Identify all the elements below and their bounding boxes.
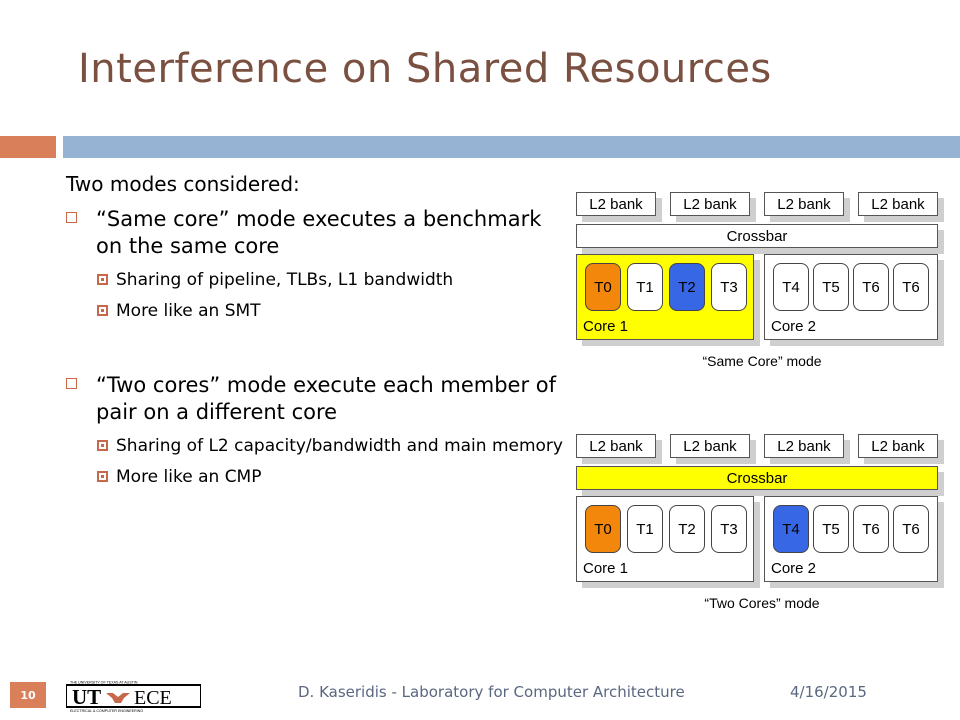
sub-bullet-text: More like an SMT: [116, 301, 261, 321]
logo-top-text: THE UNIVERSITY OF TEXAS AT AUSTIN: [70, 681, 138, 685]
logo-ut-text: UT: [72, 685, 101, 709]
bullet-two-cores: “Two cores” mode execute each member of …: [66, 372, 566, 426]
sub-bullet-icon: [97, 440, 108, 451]
crossbar: Crossbar: [576, 224, 938, 248]
thread-t3: T3: [711, 505, 747, 553]
diagram-caption: “Same Core” mode: [702, 353, 822, 369]
diagram-two-cores: L2 bank L2 bank L2 bank L2 bank Crossbar…: [574, 432, 946, 614]
ut-ece-logo: THE UNIVERSITY OF TEXAS AT AUSTIN UT ECE…: [66, 679, 201, 713]
footer-date: 4/16/2015: [790, 683, 867, 701]
core-label: Core 2: [771, 318, 817, 335]
sub-bullet-icon: [97, 471, 108, 482]
bullet-box-icon: [66, 212, 77, 223]
sub-bullet-text: Sharing of pipeline, TLBs, L1 bandwidth: [116, 270, 454, 290]
accent-bar-orange: [0, 136, 56, 158]
thread-t6b: T6: [893, 505, 929, 553]
bullet-box-icon: [66, 378, 77, 389]
l2-bank: L2 bank: [670, 434, 750, 458]
core-label: Core 1: [583, 560, 629, 577]
sub-bullet-text: More like an CMP: [116, 467, 262, 487]
l2-bank: L2 bank: [858, 192, 938, 216]
sub-bullet-text: Sharing of L2 capacity/bandwidth and mai…: [116, 436, 563, 456]
thread-t0: T0: [585, 263, 621, 311]
sub-bullet: Sharing of pipeline, TLBs, L1 bandwidth: [66, 269, 566, 291]
thread-t6: T6: [853, 505, 889, 553]
core-1: T0 T1 T2 T3 Core 1: [576, 496, 754, 582]
core-label: Core 1: [583, 318, 629, 335]
l2-bank: L2 bank: [576, 434, 656, 458]
thread-t0: T0: [585, 505, 621, 553]
bullet-same-core: “Same core” mode executes a benchmark on…: [66, 206, 566, 260]
thread-t6b: T6: [893, 263, 929, 311]
thread-t5: T5: [813, 263, 849, 311]
thread-t4: T4: [773, 505, 809, 553]
thread-t1: T1: [627, 263, 663, 311]
intro-text: Two modes considered:: [66, 172, 300, 196]
bullet-text: “Same core” mode executes a benchmark on…: [96, 207, 542, 258]
core-1: T0 T1 T2 T3 Core 1: [576, 254, 754, 340]
accent-bar-blue: [63, 136, 960, 158]
logo-bottom-text: ELECTRICAL & COMPUTER ENGINEERING: [70, 709, 143, 713]
bullet-text: “Two cores” mode execute each member of …: [96, 373, 557, 424]
sub-bullet: More like an CMP: [66, 466, 566, 488]
l2-bank: L2 bank: [764, 434, 844, 458]
l2-bank: L2 bank: [670, 192, 750, 216]
thread-t2: T2: [669, 505, 705, 553]
longhorn-icon: [106, 693, 130, 703]
diagram-same-core: L2 bank L2 bank L2 bank L2 bank Crossbar…: [574, 190, 946, 372]
core-2: T4 T5 T6 T6 Core 2: [764, 254, 938, 340]
thread-t6: T6: [853, 263, 889, 311]
sub-bullet-icon: [97, 305, 108, 316]
thread-t2: T2: [669, 263, 705, 311]
sub-bullet-icon: [97, 274, 108, 285]
l2-bank: L2 bank: [764, 192, 844, 216]
l2-bank: L2 bank: [858, 434, 938, 458]
core-2: T4 T5 T6 T6 Core 2: [764, 496, 938, 582]
crossbar: Crossbar: [576, 466, 938, 490]
slide-title: Interference on Shared Resources: [78, 46, 772, 92]
sub-bullet: More like an SMT: [66, 300, 566, 322]
page-number: 10: [10, 682, 46, 708]
logo-ece-text: ECE: [134, 687, 172, 709]
core-label: Core 2: [771, 560, 817, 577]
thread-t5: T5: [813, 505, 849, 553]
l2-bank: L2 bank: [576, 192, 656, 216]
thread-t3: T3: [711, 263, 747, 311]
footer-author: D. Kaseridis - Laboratory for Computer A…: [298, 683, 685, 701]
sub-bullet: Sharing of L2 capacity/bandwidth and mai…: [66, 435, 566, 457]
slide-body: Two modes considered: “Same core” mode e…: [66, 172, 566, 488]
diagram-caption: “Two Cores” mode: [704, 595, 820, 611]
thread-t4: T4: [773, 263, 809, 311]
thread-t1: T1: [627, 505, 663, 553]
